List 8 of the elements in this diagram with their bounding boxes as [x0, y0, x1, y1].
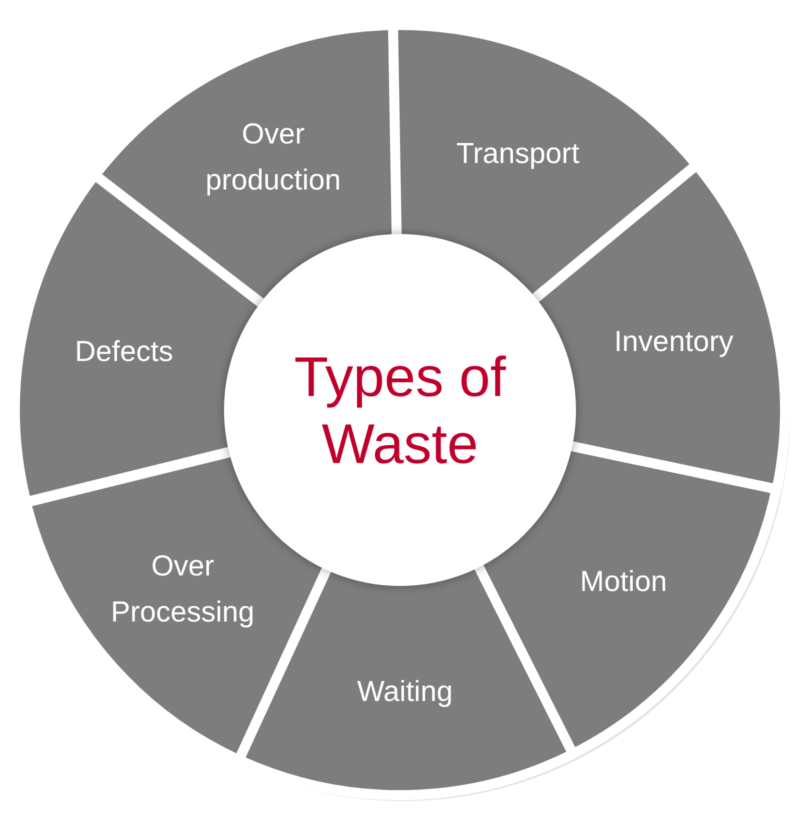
segment-label: Defects — [74, 334, 174, 370]
segment-label: Waiting — [356, 674, 454, 710]
segment-label: Over Processing — [110, 549, 256, 631]
center-title: Types of Waste — [293, 344, 507, 477]
segment-label: Motion — [578, 564, 668, 600]
segment-label: Inventory — [613, 325, 734, 360]
segment-label: Over production — [204, 118, 342, 200]
segment-label: Transport — [455, 136, 580, 172]
